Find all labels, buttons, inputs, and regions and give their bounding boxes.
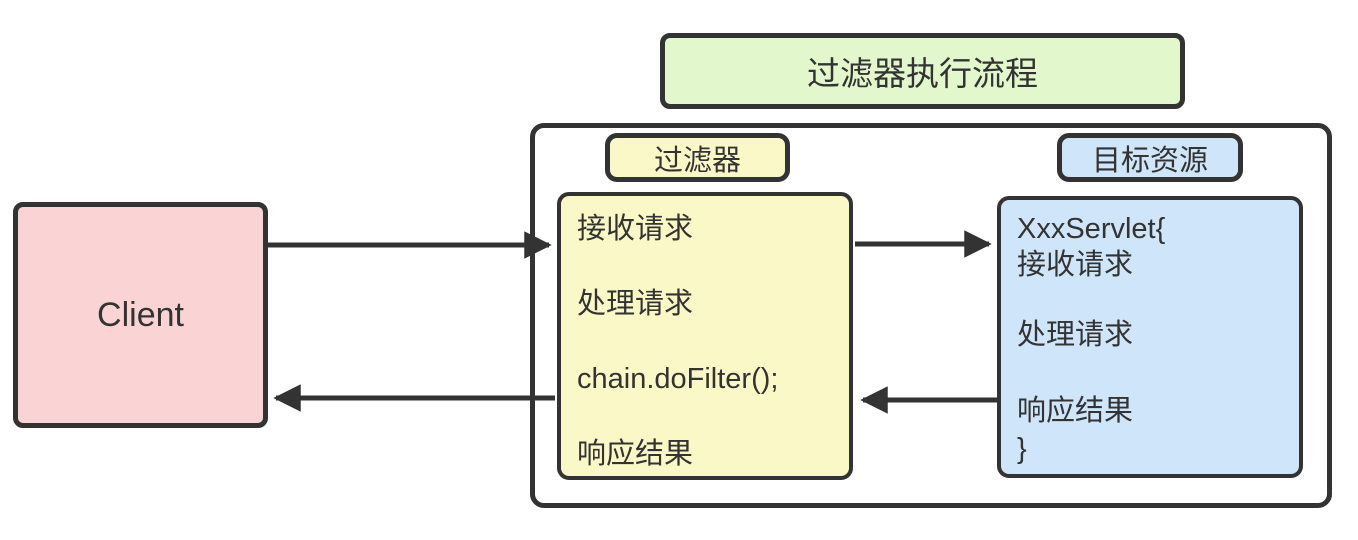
filter-step-receive: 接收请求 xyxy=(577,213,694,245)
client-label: Client xyxy=(97,295,184,334)
filter-box: 接收请求 处理请求 chain.doFilter(); 响应结果 xyxy=(557,192,853,480)
target-tag-label: 目标资源 xyxy=(1091,144,1208,177)
target-box: XxxServlet{ 接收请求 处理请求 响应结果 } xyxy=(997,196,1303,478)
filter-step-respond: 响应结果 xyxy=(577,438,694,470)
diagram-title: 过滤器执行流程 xyxy=(807,55,1038,92)
filter-tag: 过滤器 xyxy=(605,133,790,182)
client-box: Client xyxy=(13,202,268,428)
filter-tag-label: 过滤器 xyxy=(653,144,741,177)
target-step-respond: 响应结果 xyxy=(1017,395,1134,427)
target-step-receive: 接收请求 xyxy=(1017,249,1134,281)
filter-step-process: 处理请求 xyxy=(577,288,694,320)
target-servlet-open: XxxServlet{ xyxy=(1017,213,1166,245)
target-step-process: 处理请求 xyxy=(1017,319,1134,351)
title-box: 过滤器执行流程 xyxy=(660,33,1185,109)
target-servlet-close: } xyxy=(1017,433,1027,465)
filter-step-dofilter: chain.doFilter(); xyxy=(577,363,779,395)
target-tag: 目标资源 xyxy=(1057,133,1243,182)
